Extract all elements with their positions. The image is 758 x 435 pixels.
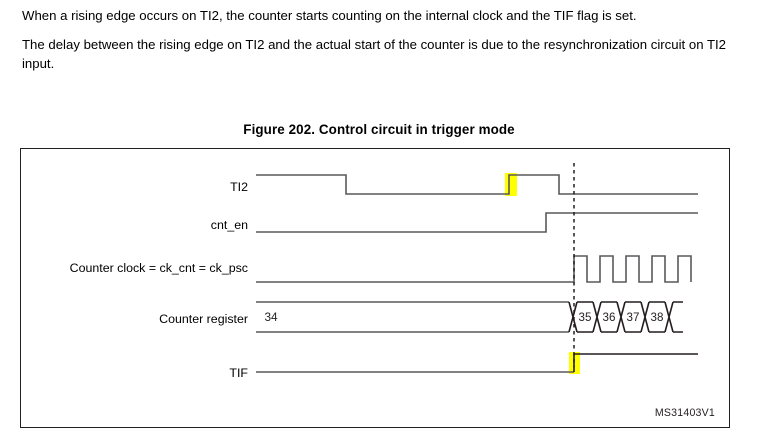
counter-clock-waveform <box>256 255 692 283</box>
document-body: When a rising edge occurs on TI2, the co… <box>22 6 736 83</box>
bus-cell-35 <box>577 301 593 333</box>
tif-waveform <box>573 353 698 372</box>
bus-cell-36 <box>601 301 617 333</box>
counter-value-35: 35 <box>579 311 592 324</box>
signal-label-counter-register: Counter register <box>159 312 248 326</box>
signal-label-tif: TIF <box>229 366 248 380</box>
bus-cell-next <box>673 301 683 333</box>
figure-frame: TI2 cnt_en Counter clock = ck_cnt = ck_p… <box>20 148 730 428</box>
counter-value-34: 34 <box>264 310 278 324</box>
bus-crossing-2 <box>616 301 626 333</box>
cnt-en-waveform <box>256 212 698 233</box>
bus-crossing-3 <box>640 301 650 333</box>
signal-label-cnt-en: cnt_en <box>210 218 248 232</box>
bus-cell-37 <box>625 301 641 333</box>
signal-label-counter-clock: Counter clock = ck_cnt = ck_psc <box>69 261 248 275</box>
signal-label-ti2: TI2 <box>230 180 248 194</box>
paragraph-1: When a rising edge occurs on TI2, the co… <box>22 8 637 23</box>
bus-crossing-1 <box>592 301 602 333</box>
ti2-waveform <box>256 174 698 195</box>
paragraph-2: The delay between the rising edge on TI2… <box>22 37 727 71</box>
bus-crossing-0 <box>568 301 578 333</box>
waveform-canvas: 34 35 36 37 38 <box>256 163 698 374</box>
bus-cell-38 <box>649 301 665 333</box>
bus-crossing-4 <box>664 301 674 333</box>
ti2-rising-edge-highlight <box>505 173 517 196</box>
counter-value-36: 36 <box>603 311 616 324</box>
figure-watermark: MS31403V1 <box>654 407 715 419</box>
figure-title: Figure 202. Control circuit in trigger m… <box>243 122 515 137</box>
timing-diagram: TI2 cnt_en Counter clock = ck_cnt = ck_p… <box>21 149 731 429</box>
counter-value-38: 38 <box>651 311 664 324</box>
signal-label-column: TI2 cnt_en Counter clock = ck_cnt = ck_p… <box>21 149 248 429</box>
counter-value-37: 37 <box>627 311 640 324</box>
